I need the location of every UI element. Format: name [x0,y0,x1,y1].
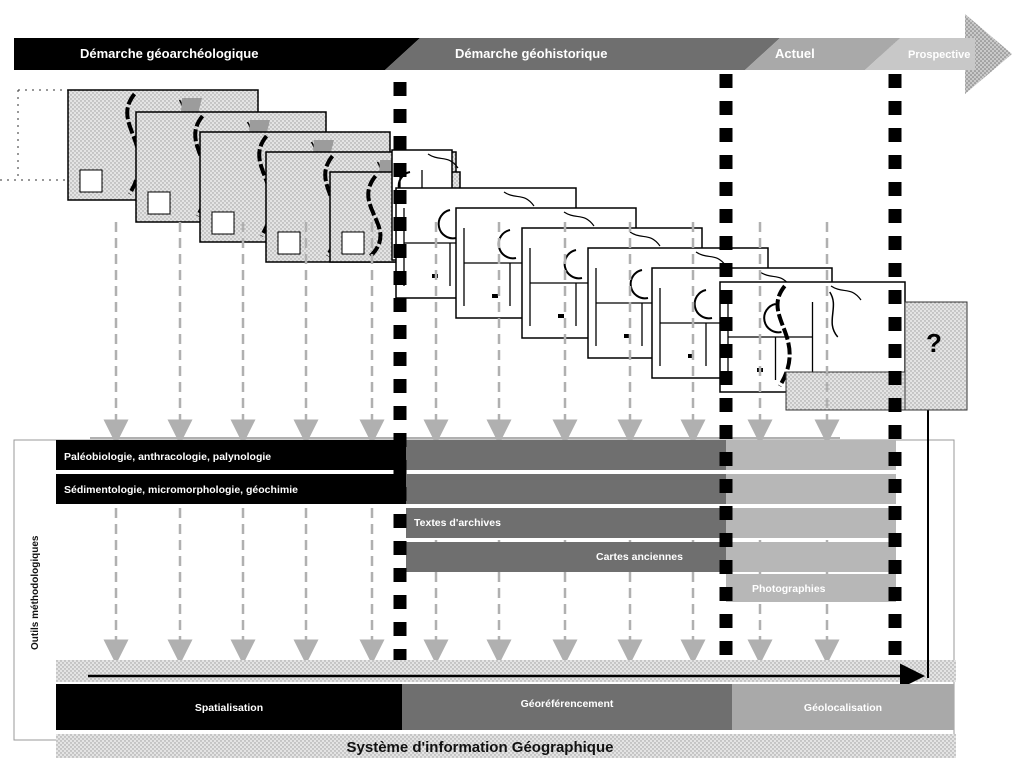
map-shadow [785,371,907,411]
gis-section: Spatialisation Géoréférencement Géolocal… [56,360,956,758]
phase-geohist-label: Démarche géohistorique [455,46,607,61]
gis-step-georef [402,684,732,730]
left-bracket [0,89,68,181]
phase-geohist [385,38,780,70]
source-sedi-label: Sédimentologie, micromorphologie, géochi… [64,484,298,496]
methods-label: Outils méthodologiques [30,535,41,650]
source-bands: Paléobiologie, anthracologie, palynologi… [56,440,896,602]
river-line [125,92,142,196]
band-paleo-dark [406,440,726,470]
phase-dividers [393,74,902,660]
future-mark: ? [926,328,942,358]
band-sedi-black [56,474,406,504]
map-sequence [67,89,907,411]
band-sedi-dark [406,474,726,504]
source-cartes-label: Cartes anciennes [596,551,683,563]
gis-bar [56,734,956,758]
river-line [775,284,792,388]
band-sedi-light [726,474,896,504]
band-paleo-black [56,440,406,470]
gis-step-georef-label: Géoréférencement [521,698,614,710]
phase-actual-label: Actuel [775,46,815,61]
band-cartes-light [726,542,896,572]
gis-label: Système d'information Géographique [347,739,614,756]
band-archives-light [726,508,896,538]
phase-geoarch [14,38,420,70]
future-frame [904,301,968,411]
river-line [366,174,383,258]
gis-step-spat-label: Spatialisation [195,702,263,714]
band-photos-light [726,574,896,602]
gis-step-spat [56,684,402,730]
gis-step-geoloc [732,684,954,730]
phase-prospective-label: Prospective [908,49,970,61]
band-paleo-light [726,440,896,470]
time-track [56,660,956,682]
phase-prospective [865,38,975,70]
source-archives-label: Textes d'archives [414,517,501,529]
timeline-banner: Démarche géoarchéologique Démarche géohi… [14,14,1012,94]
band-archives-dark [406,508,726,538]
band-cartes-dark [406,542,726,572]
future-box: ? [904,301,968,411]
source-paleo-label: Paléobiologie, anthracologie, palynologi… [64,451,271,463]
phase-actual [745,38,900,70]
gis-step-geoloc-label: Géolocalisation [804,702,882,714]
source-photos-label: Photographies [752,583,826,595]
phase-geoarch-label: Démarche géoarchéologique [80,46,258,61]
